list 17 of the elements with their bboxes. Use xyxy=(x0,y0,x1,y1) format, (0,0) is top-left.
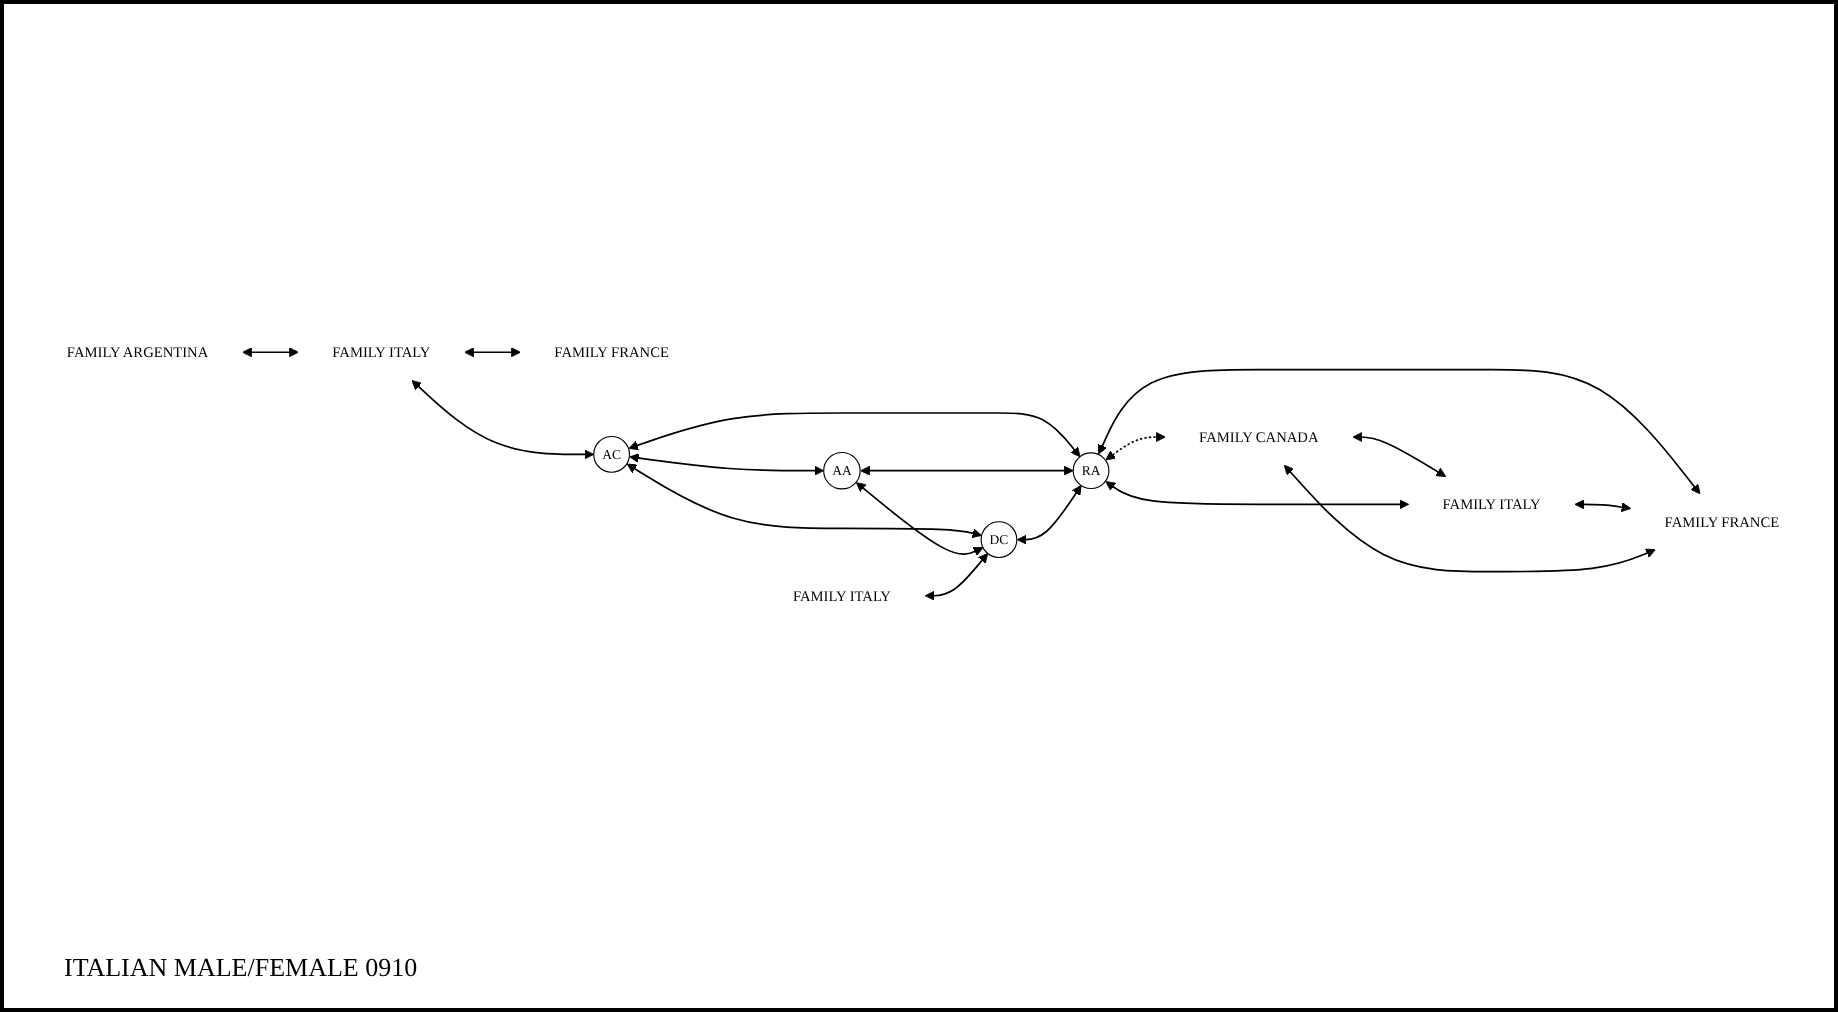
arrow xyxy=(1105,432,1166,461)
arrow xyxy=(242,347,299,358)
arrow xyxy=(1105,481,1410,510)
arrow xyxy=(855,482,984,556)
arrow xyxy=(1352,432,1446,477)
arrow xyxy=(860,465,1074,476)
arrow xyxy=(464,347,521,358)
arrow xyxy=(1016,485,1082,545)
arrow xyxy=(626,463,983,539)
arrow xyxy=(924,553,989,601)
arrow xyxy=(1574,499,1632,513)
arrow xyxy=(411,380,595,460)
note-text: ITALIAN MALE/FEMALE 0910 xyxy=(64,952,418,984)
arrow xyxy=(1283,464,1656,573)
arrow xyxy=(1097,368,1701,495)
arrow xyxy=(629,453,825,476)
arrow xyxy=(628,412,1081,458)
